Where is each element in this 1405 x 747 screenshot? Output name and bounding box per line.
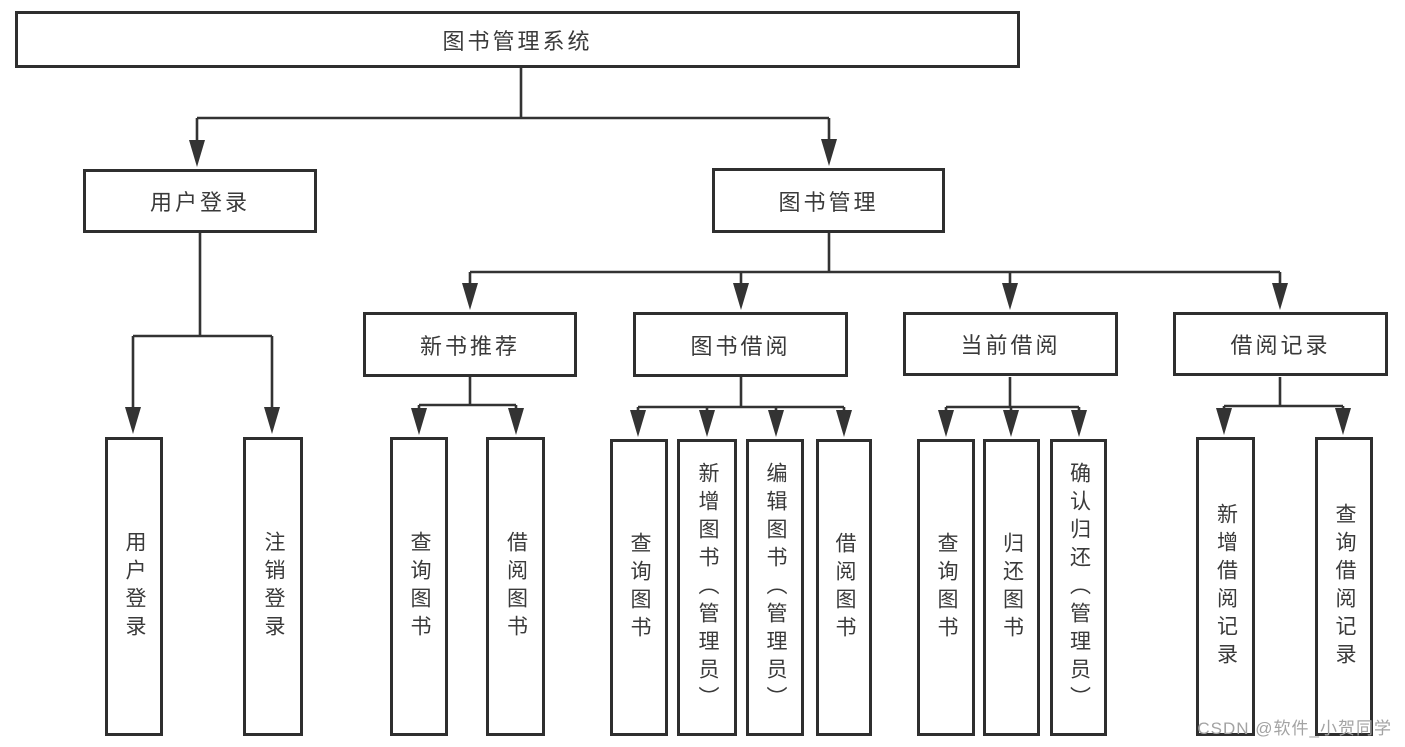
- arrowheads: [125, 139, 1351, 437]
- leaf-label: 新增图书（管理员）: [696, 461, 720, 714]
- leaf-query-borrow-record: 查询借阅记录: [1315, 437, 1373, 736]
- node-new-book-recommend: 新书推荐: [363, 312, 577, 377]
- node-book-borrow: 图书借阅: [633, 312, 848, 377]
- node-user-login-group: 用户登录: [83, 169, 317, 233]
- leaf-add-books-admin: 新增图书（管理员）: [677, 439, 737, 736]
- csdn-watermark: CSDN @软件_小贺同学: [1197, 719, 1392, 738]
- leaf-label: 借阅图书: [504, 530, 528, 643]
- leaf-borrow-books-2: 借阅图书: [816, 439, 872, 736]
- leaf-borrow-books-1: 借阅图书: [486, 437, 545, 736]
- leaf-query-books-3: 查询图书: [917, 439, 975, 736]
- node-current-borrow: 当前借阅: [903, 312, 1118, 376]
- leaf-user-login: 用户登录: [105, 437, 163, 736]
- leaf-label: 归还图书: [1000, 531, 1024, 644]
- node-book-management-group: 图书管理: [712, 168, 945, 233]
- leaf-query-books-2: 查询图书: [610, 439, 668, 736]
- leaf-label: 注销登录: [262, 530, 286, 643]
- node-borrow-records: 借阅记录: [1173, 312, 1388, 376]
- leaf-label: 查询借阅记录: [1333, 502, 1357, 671]
- node-root-system: 图书管理系统: [15, 11, 1020, 68]
- leaf-return-books: 归还图书: [983, 439, 1040, 736]
- leaf-label: 查询图书: [628, 531, 652, 644]
- leaf-edit-books-admin: 编辑图书（管理员）: [746, 439, 804, 736]
- leaf-label: 查询图书: [408, 530, 432, 643]
- leaf-label: 借阅图书: [833, 531, 857, 644]
- leaf-confirm-return-admin: 确认归还（管理员）: [1050, 439, 1107, 736]
- leaf-label: 编辑图书（管理员）: [764, 461, 788, 714]
- leaf-label: 新增借阅记录: [1214, 502, 1238, 671]
- leaf-label: 用户登录: [123, 530, 147, 643]
- leaf-query-books-1: 查询图书: [390, 437, 448, 736]
- leaf-label: 查询图书: [935, 531, 959, 644]
- leaf-logout: 注销登录: [243, 437, 303, 736]
- leaf-label: 确认归还（管理员）: [1067, 461, 1091, 714]
- leaf-add-borrow-record: 新增借阅记录: [1196, 437, 1255, 736]
